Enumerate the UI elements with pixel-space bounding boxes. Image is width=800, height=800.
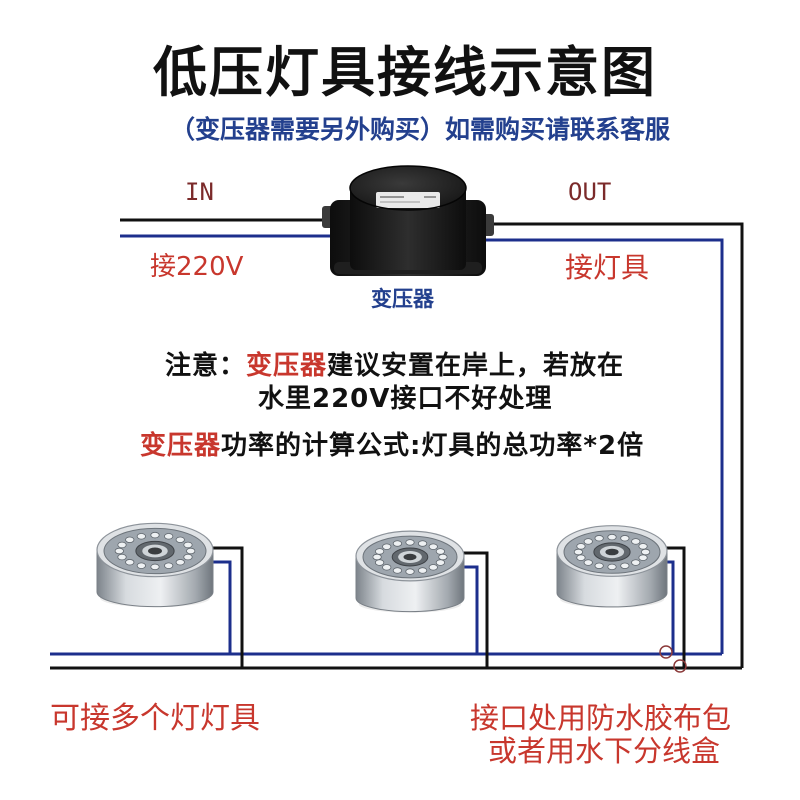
led-dot bbox=[638, 554, 648, 561]
led-dot bbox=[150, 563, 160, 571]
output-label: OUT bbox=[568, 178, 612, 206]
caution-highlight: 变压器 bbox=[246, 351, 328, 381]
underwater-led-light-icon bbox=[556, 525, 668, 608]
underwater-led-light-icon bbox=[355, 530, 465, 613]
bottom-right-note-2: 或者用水下分线盒 bbox=[488, 734, 721, 768]
bus-wires bbox=[50, 652, 742, 670]
led-dot bbox=[607, 533, 617, 541]
led-dot bbox=[620, 535, 630, 542]
led-dot bbox=[183, 541, 193, 549]
bottom-left-note: 可接多个灯灯具 bbox=[50, 701, 260, 736]
led-dot bbox=[576, 543, 586, 550]
underwater-led-light-icon bbox=[96, 522, 214, 608]
diagram-title: 低压灯具接线示意图 bbox=[153, 41, 657, 104]
led-dot bbox=[583, 538, 593, 545]
led-dot bbox=[417, 540, 428, 547]
led-dot bbox=[375, 548, 385, 555]
led-dot bbox=[175, 559, 185, 566]
led-dot bbox=[405, 568, 415, 575]
lamp-1-blue-lead bbox=[208, 560, 232, 654]
led-dot bbox=[125, 559, 135, 566]
led-dot bbox=[620, 562, 630, 569]
input-label: IN bbox=[185, 178, 214, 206]
led-dot bbox=[117, 553, 127, 561]
transformer-label: 变压器 bbox=[371, 287, 434, 311]
led-dot bbox=[435, 548, 445, 555]
output-wires bbox=[482, 222, 744, 668]
led-dot bbox=[640, 548, 651, 556]
led-dot bbox=[175, 536, 185, 543]
led-dot bbox=[607, 563, 617, 571]
output-note: 接灯具 bbox=[565, 251, 650, 284]
led-dot bbox=[183, 553, 193, 561]
led-dot bbox=[576, 554, 586, 561]
caution-line-1: 注意：变压器建议安置在岸上，若放在 bbox=[165, 353, 624, 379]
transformer-icon bbox=[322, 165, 494, 276]
output-blue-wire bbox=[482, 238, 724, 654]
input-note: 接220V bbox=[150, 252, 244, 282]
led-dot bbox=[631, 559, 641, 566]
led-dot bbox=[573, 548, 584, 556]
lamp-2-blue-lead bbox=[460, 565, 479, 654]
led-dot bbox=[428, 564, 438, 571]
led-dot bbox=[372, 553, 382, 561]
led-dot bbox=[392, 567, 403, 574]
led-dot bbox=[186, 547, 196, 555]
led-dot bbox=[392, 540, 403, 547]
led-dot bbox=[114, 547, 124, 555]
led-dot bbox=[438, 553, 448, 561]
led-dot bbox=[136, 562, 146, 569]
led-dot bbox=[417, 567, 428, 574]
led-dot bbox=[435, 559, 445, 566]
caution-rest: 建议安置在岸上，若放在 bbox=[327, 351, 625, 381]
caution-line-2: 水里220V接口不好处理 bbox=[258, 384, 553, 414]
input-wires bbox=[120, 218, 334, 238]
lamp-nozzle-hole bbox=[148, 547, 162, 555]
led-dot bbox=[638, 543, 648, 550]
led-dot bbox=[583, 559, 593, 566]
wire-junction-icon bbox=[659, 645, 687, 673]
led-dot bbox=[164, 562, 174, 569]
bottom-right-note-1: 接口处用防水胶布包 bbox=[470, 701, 732, 735]
led-dot bbox=[117, 541, 127, 549]
led-dot bbox=[382, 564, 392, 571]
led-dot bbox=[631, 538, 641, 545]
lamp-2-black-lead bbox=[460, 551, 489, 668]
led-dot bbox=[375, 559, 385, 566]
lamp-1-black-lead bbox=[208, 546, 244, 668]
led-dot bbox=[594, 535, 604, 542]
led-dot bbox=[428, 543, 438, 550]
led-dot bbox=[382, 543, 392, 550]
led-dot bbox=[594, 562, 604, 569]
lamp-nozzle-hole bbox=[605, 548, 619, 556]
formula-highlight: 变压器 bbox=[140, 431, 222, 461]
led-dot bbox=[125, 536, 135, 543]
formula-line: 变压器功率的计算公式:灯具的总功率*2倍 bbox=[140, 433, 644, 459]
led-dot bbox=[136, 533, 146, 540]
caution-prefix: 注意： bbox=[165, 351, 247, 381]
led-dot bbox=[164, 533, 174, 540]
lamp-nozzle-hole bbox=[403, 553, 417, 561]
underwater-led-lights bbox=[96, 522, 668, 613]
led-dot bbox=[405, 539, 415, 546]
output-black-wire bbox=[482, 222, 744, 668]
diagram-subtitle: （变压器需要另外购买）如需购买请联系客服 bbox=[169, 115, 670, 144]
lamp-3-black-lead bbox=[662, 546, 686, 668]
led-dot bbox=[150, 531, 160, 539]
formula-rest: 功率的计算公式:灯具的总功率*2倍 bbox=[221, 431, 645, 461]
